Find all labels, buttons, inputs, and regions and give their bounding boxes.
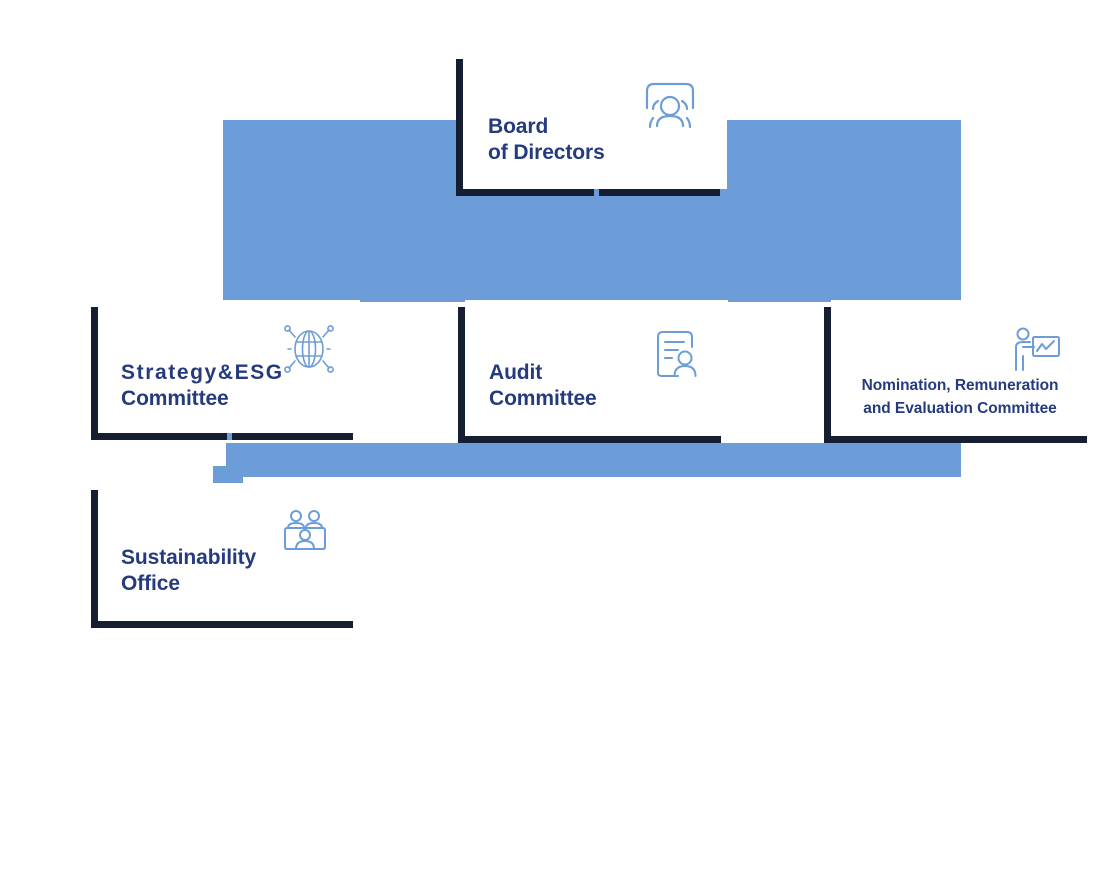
node-board-of-directors[interactable]: Board of Directors <box>456 52 727 196</box>
card-sheet <box>465 300 728 436</box>
node-label: Board of Directors <box>488 115 605 164</box>
card-body: Nomination, Remuneration and Evaluation … <box>824 300 1087 436</box>
node-sustainability-office[interactable]: Sustainability Office <box>91 483 360 628</box>
card-sheet <box>463 52 727 189</box>
card-sheet <box>98 300 360 433</box>
card-sheet <box>831 300 1094 436</box>
connector-lower-band <box>226 443 961 477</box>
card-body: Sustainability Office <box>91 483 353 621</box>
card-body: Board of Directors <box>456 52 720 189</box>
node-label-line2: Committee <box>121 386 229 410</box>
node-label: Nomination, Remuneration and Evaluation … <box>861 377 1059 418</box>
card-sheet <box>98 483 360 621</box>
node-label-line1: Strategy&ESG <box>121 361 284 384</box>
node-nomination-remuneration-evaluation-committee[interactable]: Nomination, Remuneration and Evaluation … <box>824 300 1094 443</box>
connector-lower-step <box>213 466 243 485</box>
frame-notch-bottom <box>227 433 232 440</box>
presenter-chart-icon <box>1012 326 1062 376</box>
team-desk-icon <box>281 509 329 557</box>
node-label: Audit Committee <box>489 361 597 410</box>
node-audit-committee[interactable]: Audit Committee <box>458 300 728 443</box>
document-person-icon <box>654 329 700 379</box>
card-body: Audit Committee <box>458 300 721 436</box>
globe-network-icon <box>281 320 337 378</box>
frame-notch-bottom <box>594 189 599 196</box>
node-label: Sustainability Office <box>121 546 257 595</box>
group-people-icon <box>641 78 699 134</box>
